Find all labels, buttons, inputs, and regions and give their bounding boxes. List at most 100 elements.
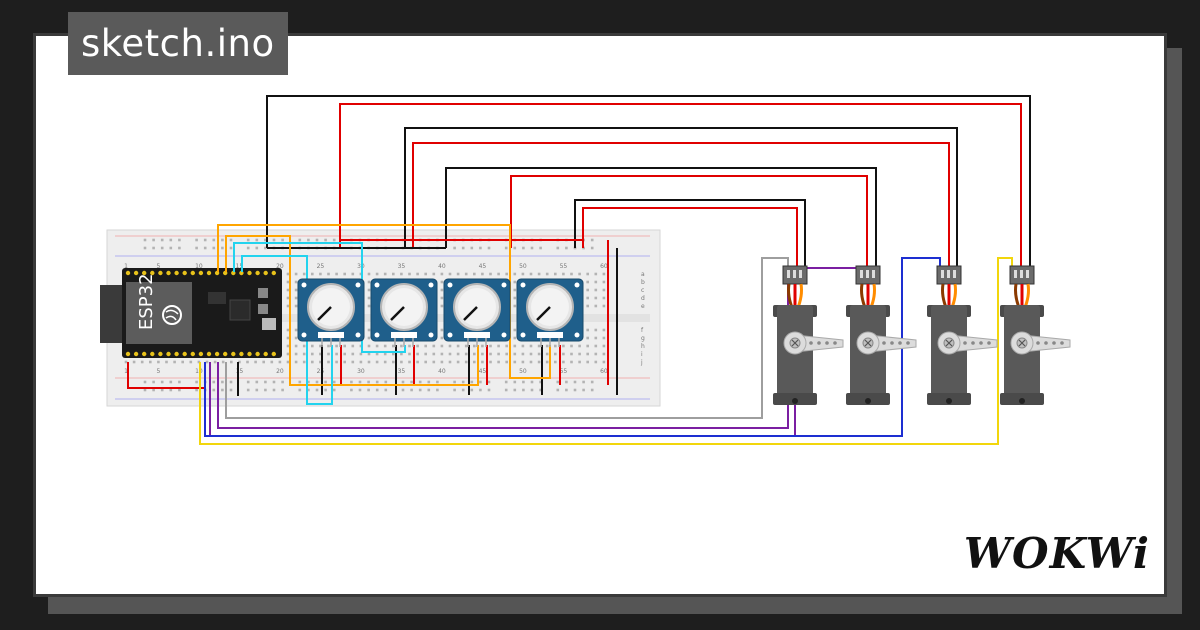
wire-gray-servo1[interactable] — [225, 257, 789, 419]
pin-header-bottom[interactable] — [214, 351, 220, 357]
potentiometers[interactable] — [297, 278, 584, 347]
potentiometer-pin-label — [318, 332, 344, 338]
pin-header-bottom[interactable] — [125, 351, 131, 357]
column-number-top: 1 — [124, 263, 128, 270]
wire-yellow-servo4[interactable] — [199, 257, 1013, 445]
column-number-bottom: 20 — [276, 368, 284, 375]
pin-header-bottom[interactable] — [271, 351, 276, 357]
pin-header-top[interactable] — [263, 270, 268, 276]
pin-header-bottom[interactable] — [142, 351, 147, 357]
wire-black-servo1[interactable] — [574, 199, 806, 270]
column-number-bottom: 10 — [195, 368, 203, 375]
row-letter: f — [641, 327, 644, 334]
row-letter: a — [641, 271, 645, 278]
pin-header-top[interactable] — [206, 270, 212, 276]
row-letter: d — [641, 295, 645, 302]
potentiometer-knob[interactable] — [526, 283, 574, 331]
pin-header-top[interactable] — [125, 270, 131, 276]
row-letter: j — [640, 359, 643, 366]
pin-header-top[interactable] — [198, 270, 204, 276]
pin-header-bottom[interactable] — [158, 351, 163, 357]
esp32-button-reset[interactable] — [258, 304, 268, 314]
column-number-bottom: 55 — [560, 368, 568, 375]
esp32-pin-headers[interactable] — [125, 270, 276, 357]
pin-header-bottom[interactable] — [206, 351, 212, 357]
row-letter: g — [641, 335, 645, 342]
potentiometer-2[interactable] — [370, 278, 438, 347]
wire-red-left-rail[interactable] — [127, 362, 205, 389]
servo-1[interactable] — [773, 265, 844, 405]
espressif-logo-icon — [162, 305, 182, 325]
pin-header-bottom[interactable] — [198, 351, 204, 357]
potentiometer-1[interactable] — [297, 278, 365, 347]
wire-red-servo3[interactable] — [412, 142, 950, 270]
pin-header-top[interactable] — [150, 270, 155, 276]
servo-3[interactable] — [927, 265, 998, 405]
column-number-top: 45 — [479, 263, 487, 270]
servo-horn[interactable] — [783, 331, 844, 355]
potentiometer-3[interactable] — [443, 278, 511, 347]
pin-header-bottom[interactable] — [182, 351, 187, 357]
servo-2[interactable] — [846, 265, 917, 405]
wire-black-servo2[interactable] — [445, 167, 877, 270]
wire-black-servo3[interactable] — [404, 127, 958, 270]
sketch-filename-tab[interactable]: sketch.ino — [68, 12, 288, 75]
column-number-bottom: 50 — [519, 368, 527, 375]
column-number-bottom: 1 — [124, 368, 128, 375]
pin-header-top[interactable] — [174, 270, 179, 276]
column-number-bottom: 45 — [479, 368, 487, 375]
pin-header-bottom[interactable] — [239, 351, 244, 357]
servo-horn[interactable] — [1010, 331, 1071, 355]
pin-header-bottom[interactable] — [150, 351, 155, 357]
pin-header-top[interactable] — [247, 270, 252, 276]
column-number-bottom: 25 — [317, 368, 325, 375]
pin-header-bottom[interactable] — [231, 351, 236, 357]
wire-orange-pot3[interactable] — [225, 235, 479, 386]
wire-black-servo4[interactable] — [266, 95, 1031, 270]
esp32-usb-port[interactable] — [262, 318, 276, 330]
wire-red-servo2[interactable] — [510, 175, 868, 270]
pin-header-top[interactable] — [158, 270, 163, 276]
column-number-bottom: 5 — [156, 368, 160, 375]
esp32-chip-1 — [208, 292, 226, 304]
pin-header-top[interactable] — [182, 270, 187, 276]
wire-red-servo4[interactable] — [339, 103, 1022, 270]
pin-header-top[interactable] — [142, 270, 147, 276]
esp32-button-boot[interactable] — [258, 288, 268, 298]
potentiometer-knob[interactable] — [453, 283, 501, 331]
column-number-top: 55 — [560, 263, 568, 270]
pin-header-top[interactable] — [133, 270, 139, 276]
pin-header-top[interactable] — [166, 270, 171, 276]
wokwi-logo: WOKWi — [963, 529, 1150, 578]
pin-header-top[interactable] — [271, 270, 276, 276]
column-number-bottom: 40 — [438, 368, 446, 375]
servos[interactable] — [773, 265, 1071, 405]
pin-header-bottom[interactable] — [174, 351, 179, 357]
column-number-top: 5 — [156, 263, 160, 270]
pin-header-bottom[interactable] — [133, 351, 139, 357]
pin-header-bottom[interactable] — [255, 351, 260, 357]
pin-header-bottom[interactable] — [223, 351, 228, 357]
servo-horn[interactable] — [856, 331, 917, 355]
potentiometer-knob[interactable] — [307, 283, 355, 331]
wire-red-servo1[interactable] — [582, 207, 798, 270]
wires[interactable] — [127, 95, 1031, 445]
row-letter: b — [641, 279, 645, 286]
servo-4[interactable] — [1000, 265, 1071, 405]
potentiometer-knob[interactable] — [380, 283, 428, 331]
pin-header-top[interactable] — [255, 270, 260, 276]
pin-header-bottom[interactable] — [190, 351, 195, 357]
servo-horn[interactable] — [937, 331, 998, 355]
pin-header-top[interactable] — [190, 270, 195, 276]
pin-header-bottom[interactable] — [166, 351, 171, 357]
pin-header-bottom[interactable] — [247, 351, 252, 357]
potentiometer-4[interactable] — [516, 278, 584, 347]
column-number-bottom: 30 — [357, 368, 365, 375]
esp32-board[interactable]: ESP32 — [100, 268, 282, 358]
column-number-bottom: 35 — [398, 368, 406, 375]
esp32-label: ESP32 — [136, 273, 157, 330]
potentiometer-pin-label — [464, 332, 490, 338]
pin-header-bottom[interactable] — [263, 351, 268, 357]
